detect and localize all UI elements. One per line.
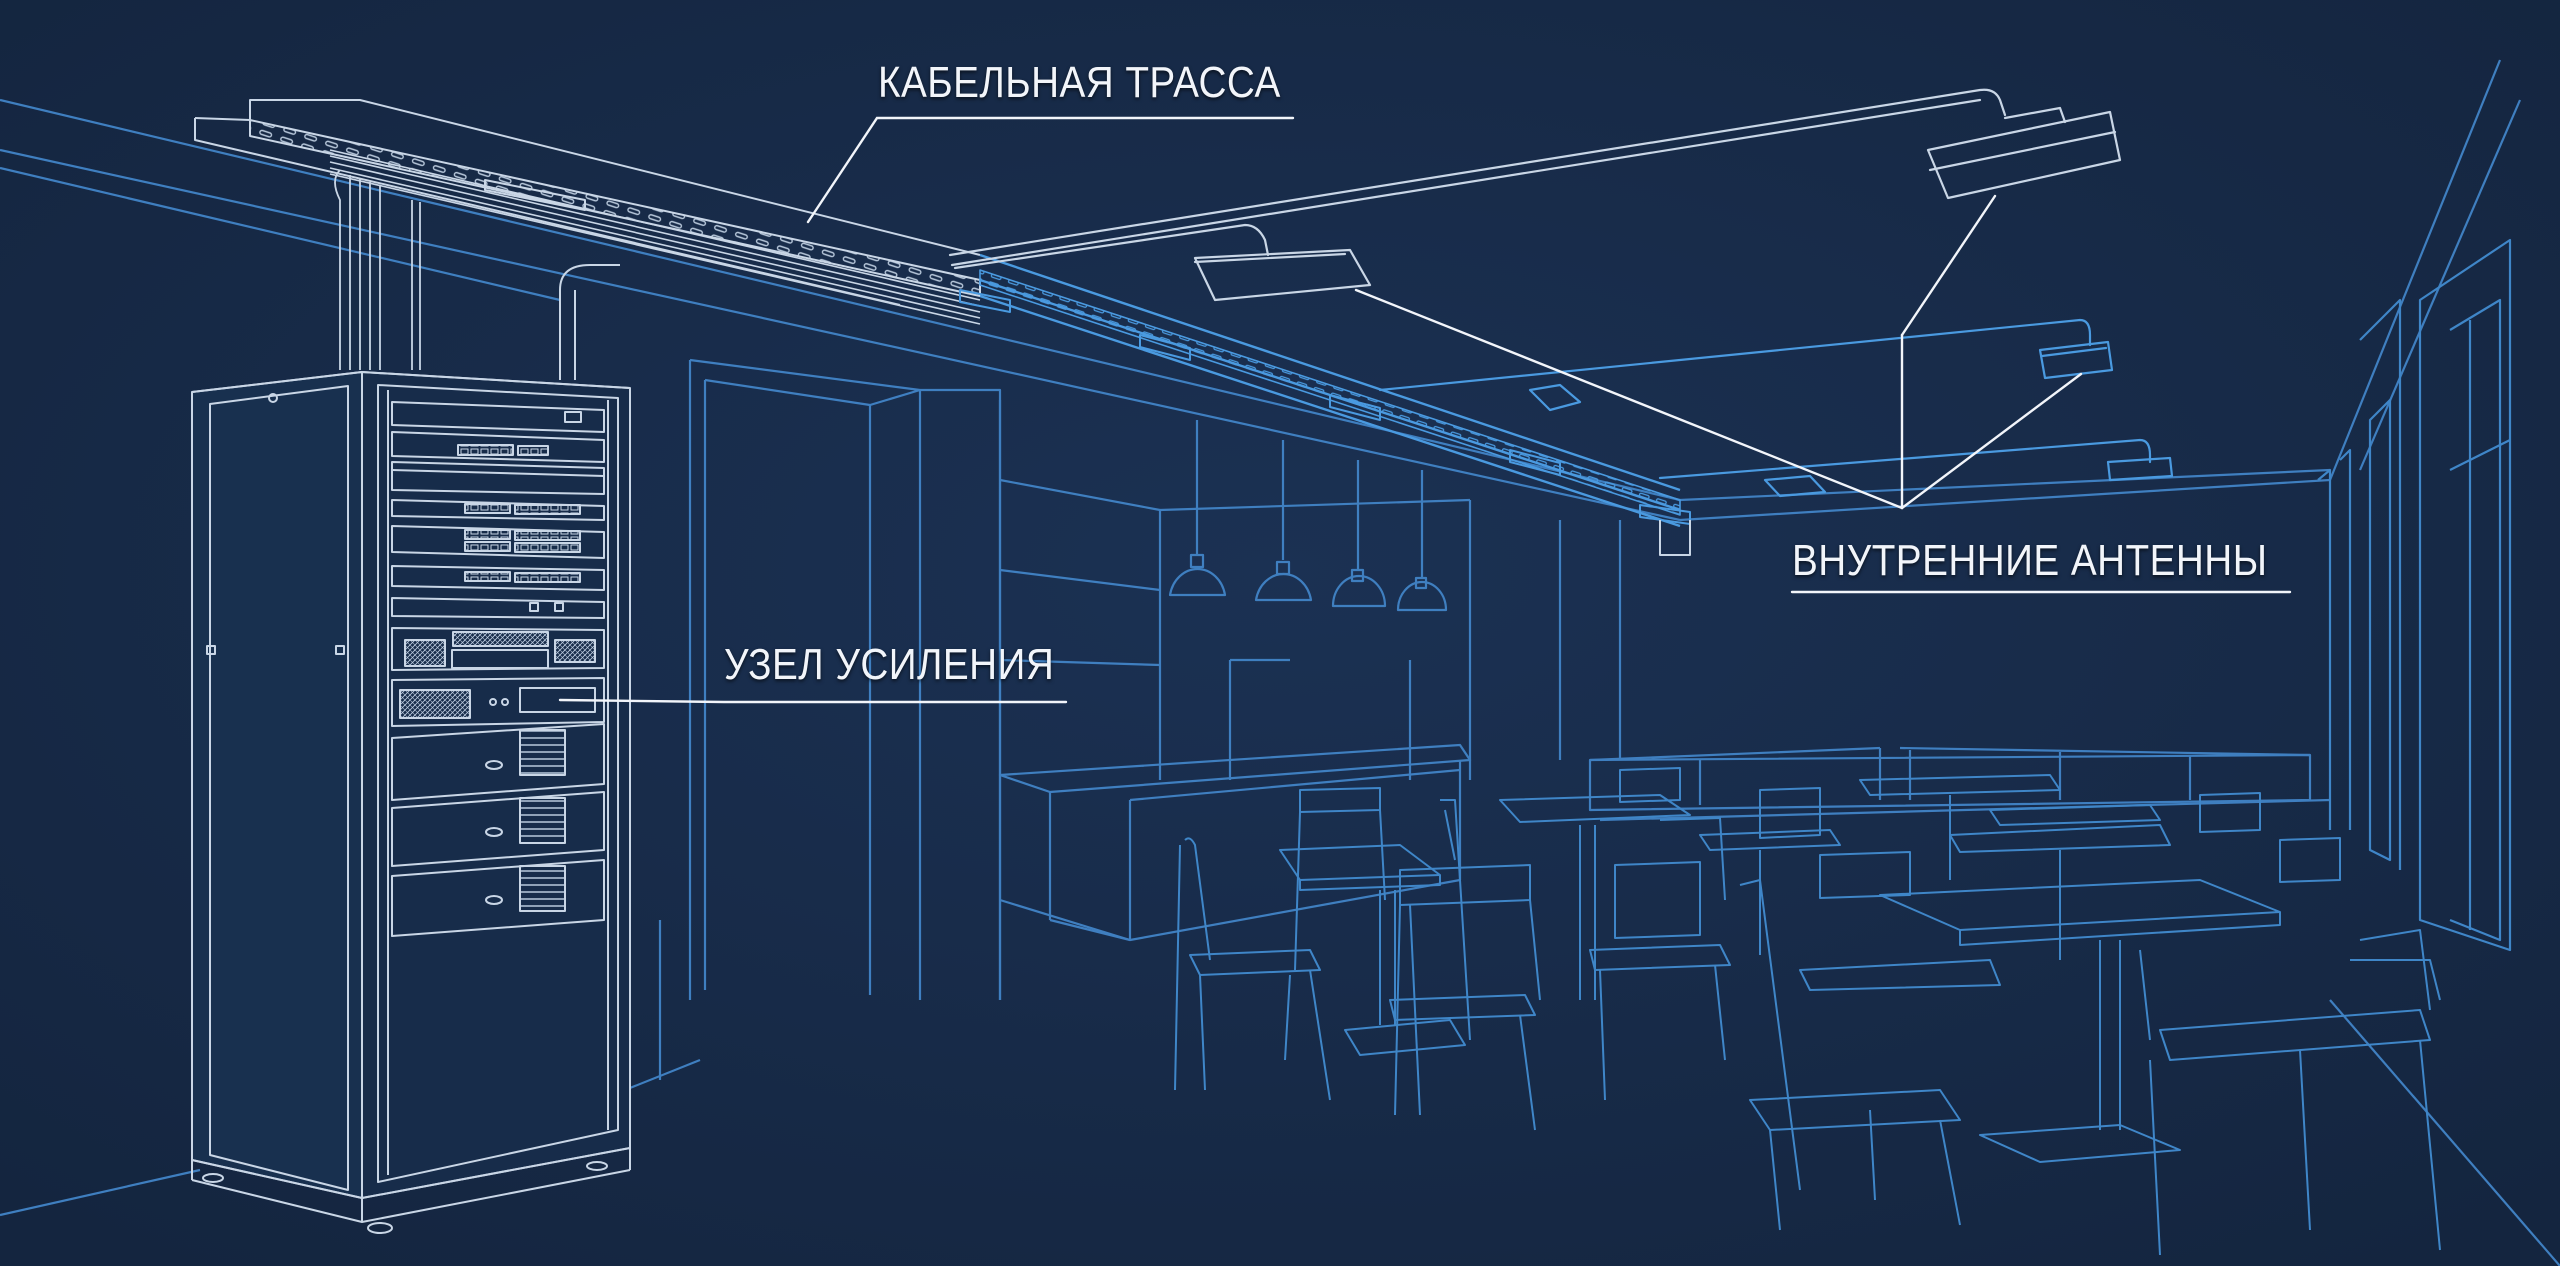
antenna-3 [1378,318,2114,392]
room-structure [0,59,2560,1266]
label-cable-route: КАБЕЛЬНАЯ ТРАССА [878,58,1281,107]
antennas [948,88,2174,498]
antenna-2 [953,223,1372,302]
amplification-node-leader [558,698,1068,704]
label-amplification-node: УЗЕЛ УСИЛЕНИЯ [724,640,1055,689]
equipment-rack [191,371,631,1234]
cable-tray [194,99,1691,556]
cable-route-leader [806,116,1295,224]
antenna-5 [1658,438,2174,482]
antenna-4 [1528,383,1582,412]
callout-lines [558,116,2292,704]
furniture [1174,767,2441,1256]
antenna-6 [1763,474,1827,498]
rack-units [391,401,605,937]
label-indoor-antennas: ВНУТРЕННИЕ АНТЕННЫ [1792,536,2268,585]
antenna-1 [948,88,2122,267]
